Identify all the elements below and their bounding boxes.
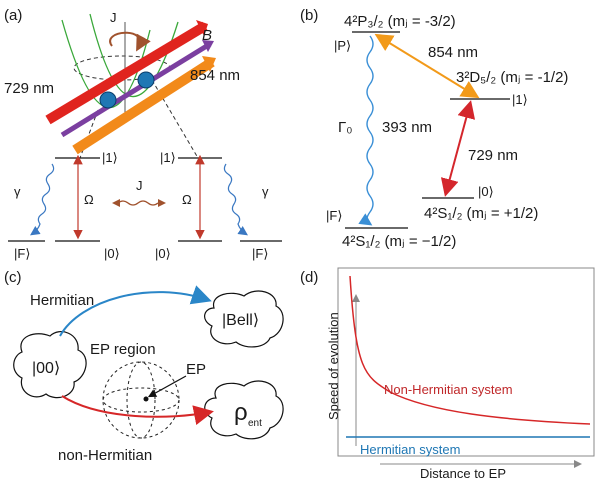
hermitian-label: Hermitian (30, 292, 94, 309)
laser-729-beam (45, 21, 208, 125)
ep-label: EP (186, 361, 206, 378)
ket-1: |1⟩ (512, 92, 528, 107)
hermitian-arrow (59, 285, 212, 337)
rotation-arrow-icon (109, 31, 151, 52)
non-hermitian-label: non-Hermitian (58, 447, 152, 464)
gamma-left: γ (14, 184, 21, 199)
level-s-up-label: 4²S₁/₂ (mⱼ = +1/2) (424, 205, 538, 222)
panel-b-label: (b) (300, 7, 318, 24)
b-field-arrowhead-icon (202, 40, 214, 52)
laser-854-beam (72, 57, 215, 155)
plot-frame (337, 267, 595, 457)
gamma-right: γ (262, 184, 269, 199)
b-field-arrow (60, 41, 212, 138)
level-d-label: 3²D₅/₂ (mⱼ = -1/2) (456, 69, 568, 86)
panel-a: (a) J 729 nm 854 nm B | (4, 7, 282, 261)
rho-sub: ent (248, 418, 262, 429)
panel-a-label: (a) (4, 7, 22, 24)
decay-393 (358, 35, 374, 226)
ket-1-right: |1⟩ (160, 150, 176, 165)
ion-right-icon (137, 71, 155, 89)
x-axis-label: Distance to EP (420, 466, 506, 481)
panel-c-label: (c) (4, 269, 22, 286)
coupling-j-top: J (110, 10, 117, 25)
omega-right: Ω (182, 192, 192, 207)
panel-b: (b) 4²P₃/₂ (mⱼ = -3/2) |P⟩ 3²D₅/₂ (mⱼ = … (300, 7, 568, 250)
panel-c: (c) |00⟩ |Bell⟩ ρ ent Hermitian non-Herm… (4, 269, 284, 464)
ket-0: |0⟩ (478, 184, 494, 199)
decay-left (30, 163, 55, 236)
decay-right (223, 163, 248, 236)
coupling-right-arrow-icon (158, 199, 166, 207)
level-s-low-label: 4²S₁/₂ (mⱼ = −1/2) (342, 233, 456, 250)
b-field-label: B (202, 27, 212, 44)
laser-729-label: 729 nm (4, 80, 54, 97)
non-hermitian-arrow (61, 395, 214, 425)
ket-p: |P⟩ (334, 38, 351, 53)
laser-854-label: 854 nm (190, 67, 240, 84)
ket-0-right: |0⟩ (155, 246, 171, 261)
omega-left: Ω (84, 192, 94, 207)
ep-region-label: EP region (90, 341, 156, 358)
transition-729 (440, 100, 476, 197)
wl-729: 729 nm (468, 147, 518, 164)
wl-854: 854 nm (428, 44, 478, 61)
level-p-label: 4²P₃/₂ (mⱼ = -3/2) (344, 13, 456, 30)
laser-854-arrowhead-icon (202, 56, 216, 72)
ket-bell: |Bell⟩ (222, 312, 259, 329)
panel-d: (d) Speed of evolution Distance to EP No… (300, 267, 595, 481)
coupling-j-mid: J (136, 178, 143, 193)
ket-00: |00⟩ (32, 360, 60, 377)
rho: ρ (234, 399, 248, 426)
laser-729-arrowhead-icon (196, 20, 208, 36)
series-nh-label: Non-Hermitian system (384, 382, 513, 397)
ep-pointer (147, 375, 187, 398)
y-axis-label: Speed of evolution (326, 312, 341, 420)
ket-f-left: |F⟩ (14, 246, 30, 261)
series-h-label: Hermitian system (360, 442, 460, 457)
bell-state-blob (204, 290, 284, 348)
coupling-left-arrow-icon (112, 199, 120, 207)
ket-1-left: |1⟩ (102, 150, 118, 165)
ep-point-icon (143, 396, 149, 402)
non-hermitian-curve (349, 275, 591, 425)
ket-f: |F⟩ (326, 208, 342, 223)
ep-sphere (102, 361, 180, 439)
wl-393: 393 nm (382, 119, 432, 136)
gamma0: Γ₀ (338, 119, 353, 136)
coupling-wave (117, 200, 159, 206)
ket-f-right: |F⟩ (252, 246, 268, 261)
panel-d-label: (d) (300, 269, 318, 286)
ket-0-left: |0⟩ (104, 246, 120, 261)
transition-854 (374, 33, 480, 99)
state-00-blob (13, 331, 87, 399)
ion-left-icon (99, 91, 117, 109)
